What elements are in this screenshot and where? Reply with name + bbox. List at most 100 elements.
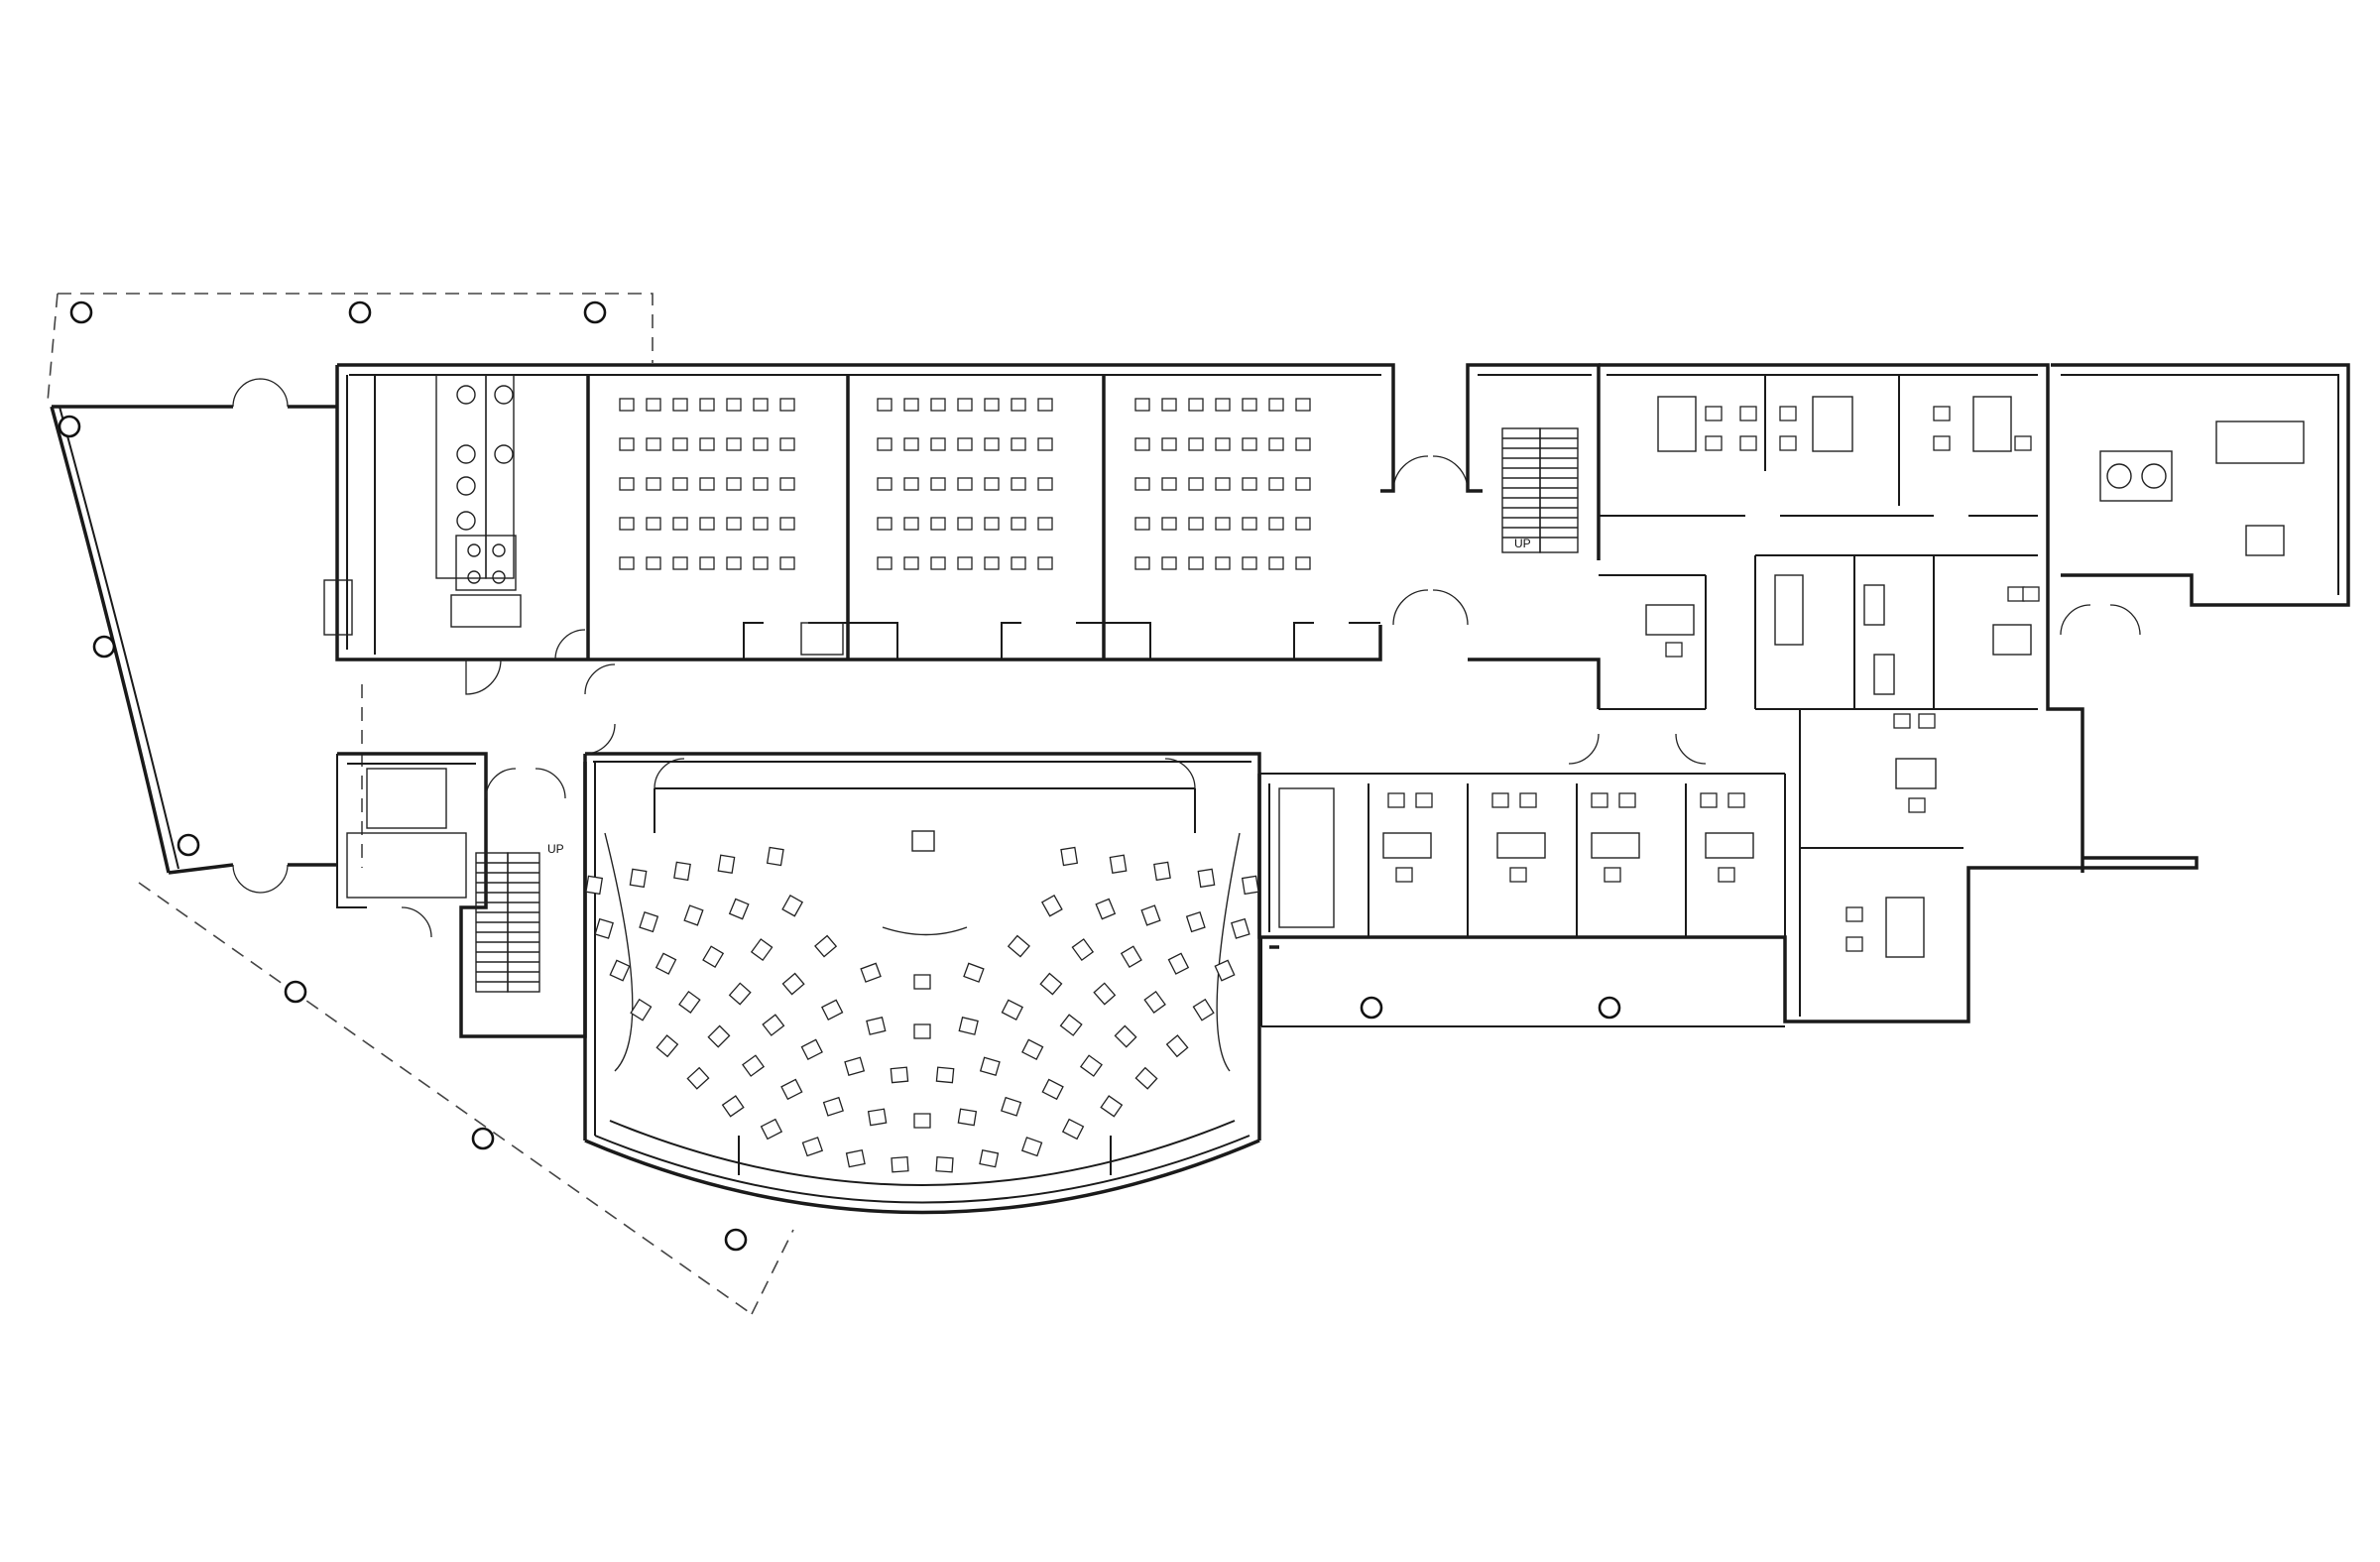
- desk: [957, 556, 973, 570]
- desk: [753, 437, 769, 451]
- auditorium-seat: [957, 1108, 978, 1127]
- chair: [2007, 586, 2025, 602]
- auditorium-seat: [867, 1108, 888, 1127]
- desk: [672, 477, 688, 491]
- desk: [1037, 437, 1053, 451]
- chair: [2014, 435, 2032, 451]
- desk: [877, 437, 892, 451]
- chair: [1933, 406, 1951, 421]
- desk: [1268, 398, 1284, 412]
- auditorium-seat: [1061, 1118, 1085, 1141]
- desk: [1215, 556, 1231, 570]
- west-lobby: [50, 378, 337, 894]
- desk: [903, 477, 919, 491]
- auditorium-seat: [1214, 959, 1236, 982]
- auditorium-seat: [860, 962, 882, 983]
- chair: [1491, 792, 1509, 808]
- auditorium-seat: [1071, 938, 1095, 962]
- auditorium-seat: [1100, 1095, 1124, 1118]
- auditorium-seat: [821, 999, 844, 1021]
- desk: [779, 556, 795, 570]
- auditorium-seat: [1060, 846, 1079, 867]
- chair: [1845, 906, 1863, 922]
- desk: [1011, 556, 1026, 570]
- auditorium-seat: [963, 962, 985, 983]
- desk: [957, 517, 973, 531]
- desk: [753, 477, 769, 491]
- auditorium-seat: [935, 1156, 954, 1173]
- desk: [984, 398, 1000, 412]
- auditorium-seat: [1153, 861, 1171, 882]
- chair: [2022, 586, 2040, 602]
- corridor-doors: [584, 663, 1707, 765]
- auditorium-seat: [1165, 1034, 1189, 1058]
- auditorium-seat: [1001, 999, 1023, 1021]
- desk: [672, 556, 688, 570]
- desk: [1215, 398, 1231, 412]
- desk: [619, 556, 635, 570]
- desk: [1161, 477, 1177, 491]
- desk: [877, 398, 892, 412]
- desk: [753, 398, 769, 412]
- auditorium-seat: [844, 1056, 866, 1077]
- desk: [903, 517, 919, 531]
- chair: [1700, 792, 1718, 808]
- desk: [699, 556, 715, 570]
- desk: [1242, 398, 1257, 412]
- desk: [1037, 517, 1053, 531]
- desk: [726, 517, 742, 531]
- desk: [619, 477, 635, 491]
- auditorium-seat: [1095, 898, 1117, 920]
- desk: [1215, 477, 1231, 491]
- chair: [1519, 792, 1537, 808]
- desk: [779, 398, 795, 412]
- north-wing: [323, 363, 1395, 695]
- desk: [779, 477, 795, 491]
- auditorium-seat: [742, 1054, 766, 1077]
- north-stair: UP: [1392, 363, 1601, 709]
- desk: [646, 477, 661, 491]
- desk: [1295, 556, 1311, 570]
- south-walkway: [1260, 937, 1785, 1027]
- auditorium-seat: [1241, 875, 1259, 896]
- stair-up-label-north: UP: [1514, 537, 1531, 550]
- auditorium-seat: [814, 934, 838, 958]
- chair: [1604, 867, 1621, 883]
- desk: [1295, 398, 1311, 412]
- desk: [877, 556, 892, 570]
- desk: [957, 398, 973, 412]
- desk: [1134, 517, 1150, 531]
- classroom-desks: [619, 398, 1311, 570]
- mechanical-room: [2051, 363, 2350, 636]
- desk: [903, 398, 919, 412]
- desk: [1188, 517, 1204, 531]
- auditorium-seat: [1114, 1024, 1137, 1048]
- desk: [779, 517, 795, 531]
- chair: [1779, 435, 1797, 451]
- auditorium-seat: [1093, 982, 1117, 1006]
- desk: [1037, 398, 1053, 412]
- auditorium-seat: [1079, 1054, 1103, 1077]
- desk: [1134, 556, 1150, 570]
- desk: [1268, 477, 1284, 491]
- canopy-outline: [47, 293, 794, 1315]
- desk: [699, 517, 715, 531]
- auditorium-seat: [673, 861, 691, 882]
- auditorium-seat: [1185, 911, 1206, 933]
- desk: [726, 556, 742, 570]
- desk: [930, 398, 946, 412]
- desk: [984, 437, 1000, 451]
- auditorium-seat: [686, 1066, 710, 1090]
- desk: [619, 517, 635, 531]
- chair: [1509, 867, 1527, 883]
- desk: [930, 556, 946, 570]
- chair: [1387, 792, 1405, 808]
- auditorium-seat: [979, 1148, 1000, 1168]
- desk: [1188, 556, 1204, 570]
- desk: [1011, 517, 1026, 531]
- auditorium-seat: [609, 959, 631, 982]
- desk: [1268, 517, 1284, 531]
- auditorium-seat: [1143, 990, 1166, 1014]
- auditorium-seat: [1039, 972, 1063, 996]
- desk: [1161, 556, 1177, 570]
